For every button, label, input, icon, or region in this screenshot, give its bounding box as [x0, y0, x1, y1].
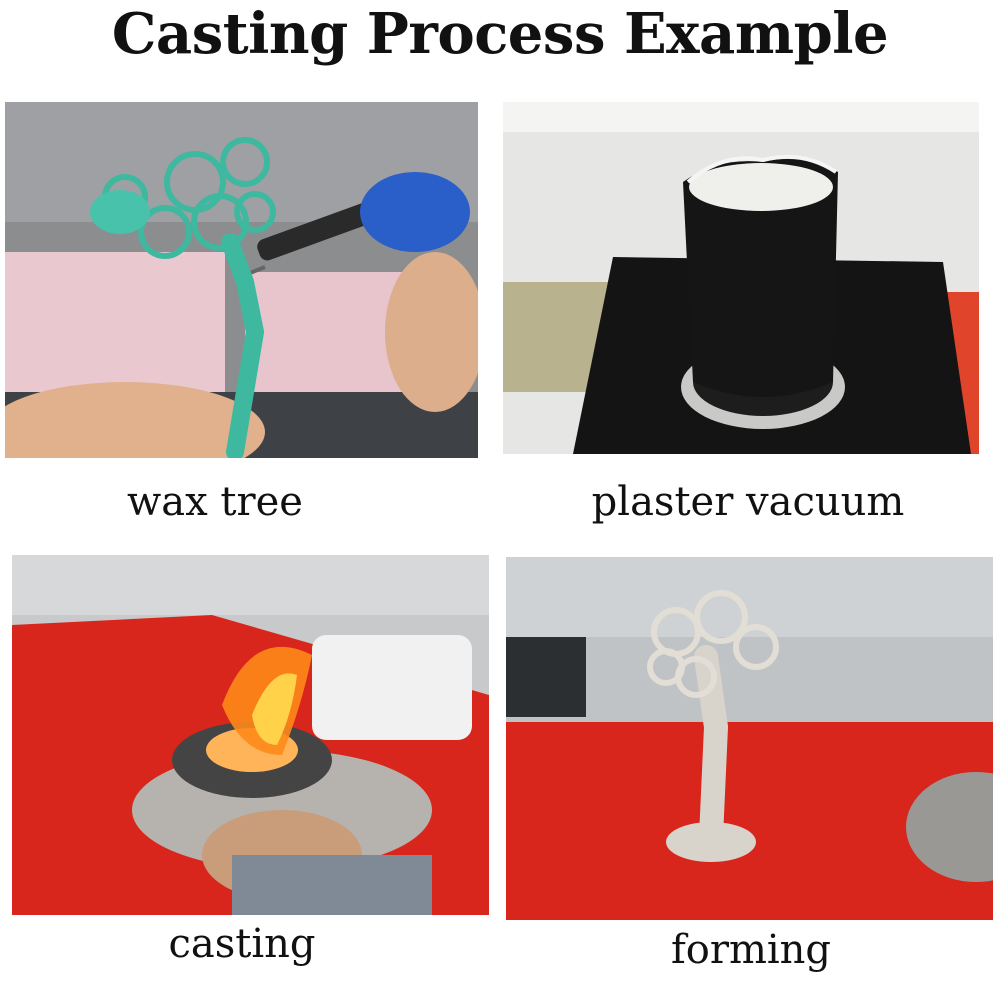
- page-title: Casting Process Example: [111, 1, 889, 67]
- caption-casting: casting: [168, 921, 316, 967]
- casting-photo: [12, 555, 489, 915]
- wax-tree-photo: [5, 102, 478, 458]
- caption-wax-tree: wax tree: [127, 479, 303, 525]
- caption-forming: forming: [670, 927, 832, 973]
- plaster-vacuum-photo: [503, 102, 979, 454]
- caption-plaster-vacuum: plaster vacuum: [591, 479, 905, 525]
- forming-photo: [506, 557, 993, 920]
